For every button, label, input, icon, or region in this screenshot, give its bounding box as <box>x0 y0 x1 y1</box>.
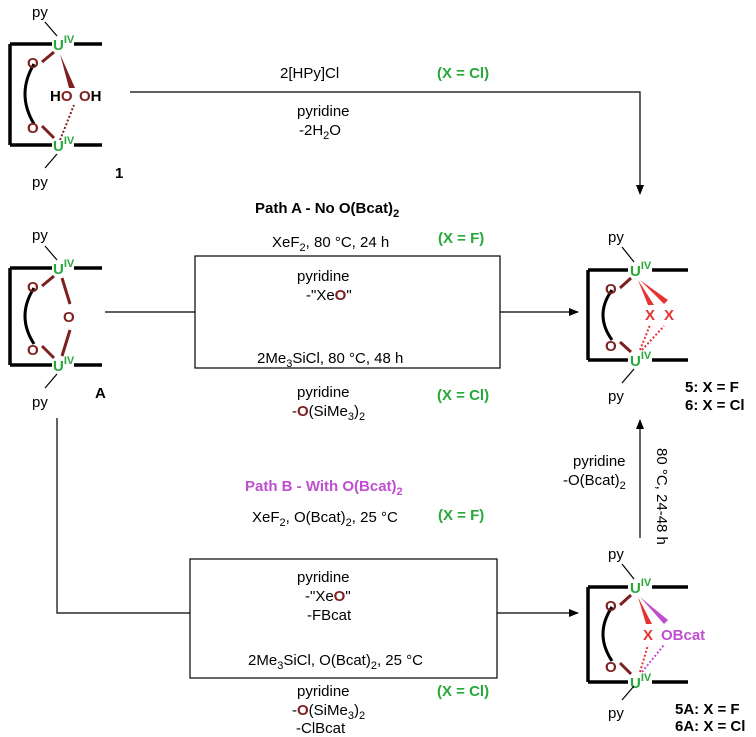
uranium-atom: UIV <box>630 672 652 692</box>
solvent-label: pyridine <box>297 569 350 586</box>
compound-A: py UIV UIV O O O py A <box>8 227 106 411</box>
uranium-atom: UIV <box>630 577 652 597</box>
reagent-label: XeF2, O(Bcat)2, 25 °C <box>252 509 398 529</box>
pyridine-label: py <box>608 546 624 563</box>
compound-5-6: py UIV UIV O O X X py 5: X = F 6: X = Cl <box>586 229 745 414</box>
compound-label-6: 6: X = Cl <box>685 397 745 414</box>
conversion-arrow: pyridine -O(Bcat)2 80 °C, 24-48 h <box>563 419 670 545</box>
byproduct-label: -FBcat <box>307 607 352 624</box>
byproduct-label: -O(Bcat)2 <box>563 472 626 492</box>
oxygen-atom: O <box>605 659 617 676</box>
path-b: Path B - With O(Bcat)2 XeF2, O(Bcat)2, 2… <box>56 418 579 737</box>
condition-label: (X = Cl) <box>437 387 489 404</box>
pyridine-label: py <box>32 174 48 191</box>
reagent-label: 2[HPy]Cl <box>280 65 339 82</box>
condition-label: (X = F) <box>438 507 484 524</box>
path-b-title: Path B - With O(Bcat)2 <box>245 478 403 498</box>
reaction-arrow-1: 2[HPy]Cl (X = Cl) pyridine -2H2O <box>130 65 644 195</box>
solvent-label: pyridine <box>297 103 350 120</box>
condition-label: (X = F) <box>438 230 484 247</box>
uranium-atom: UIV <box>630 350 652 370</box>
pyridine-label: py <box>32 227 48 244</box>
oxygen-atom: O <box>605 598 617 615</box>
hydroxide-ligand: HO <box>50 88 73 105</box>
uranium-atom: UIV <box>53 258 75 278</box>
uranium-atom: UIV <box>53 34 75 54</box>
compound-label-1: 1 <box>115 165 123 182</box>
oxygen-atom: O <box>27 279 39 296</box>
condition-label: 80 °C, 24-48 h <box>653 448 670 545</box>
solvent-label: pyridine <box>573 453 626 470</box>
byproduct-label: -2H2O <box>299 122 341 142</box>
byproduct-label: -"XeO" <box>306 287 352 304</box>
byproduct-label: -"XeO" <box>305 588 351 605</box>
pyridine-label: py <box>32 4 48 21</box>
halide-bridge: X <box>645 307 655 324</box>
reagent-label: XeF2, 80 °C, 24 h <box>272 234 389 254</box>
solvent-label: pyridine <box>297 683 350 700</box>
condition-label: (X = Cl) <box>437 683 489 700</box>
oxygen-atom: O <box>605 281 617 298</box>
pyridine-label: py <box>608 229 624 246</box>
oxygen-atom: O <box>605 338 617 355</box>
byproduct-label: -O(SiMe3)2 <box>292 702 365 722</box>
oxygen-atom: O <box>27 55 39 72</box>
peroxide-oxygen: O <box>63 309 75 326</box>
halide-bridge: X <box>664 307 674 324</box>
compound-1: py UIV UIV O O HO OH py 1 <box>8 4 123 191</box>
pyridine-label: py <box>608 705 624 722</box>
reagent-label: 2Me3SiCl, 80 °C, 48 h <box>257 350 403 370</box>
oxygen-atom: O <box>27 342 39 359</box>
obcat-bridge: OBcat <box>661 627 705 644</box>
byproduct-label: -O(SiMe3)2 <box>292 403 365 423</box>
compound-label-A: A <box>95 385 106 402</box>
halide-bridge: X <box>643 627 653 644</box>
uranium-atom: UIV <box>630 260 652 280</box>
uranium-atom: UIV <box>53 135 75 155</box>
path-b-box <box>189 558 498 679</box>
condition-label: (X = Cl) <box>437 65 489 82</box>
path-a: Path A - No O(Bcat)2 XeF2, 80 °C, 24 h (… <box>105 200 579 423</box>
hydroxide-ligand: OH <box>79 88 102 105</box>
pyridine-label: py <box>32 394 48 411</box>
byproduct-label: -ClBcat <box>296 720 346 737</box>
reagent-label: 2Me3SiCl, O(Bcat)2, 25 °C <box>248 652 423 672</box>
solvent-label: pyridine <box>297 268 350 285</box>
path-a-title: Path A - No O(Bcat)2 <box>255 200 399 220</box>
compound-label-5: 5: X = F <box>685 379 739 396</box>
solvent-label: pyridine <box>297 384 350 401</box>
pyridine-label: py <box>608 388 624 405</box>
oxygen-atom: O <box>27 120 39 137</box>
uranium-atom: UIV <box>53 355 75 375</box>
compound-label-5A: 5A: X = F <box>675 701 740 718</box>
compound-5A-6A: py UIV UIV O O X OBcat py 5A: X = F 6A: … <box>586 546 745 735</box>
compound-label-6A: 6A: X = Cl <box>675 718 745 735</box>
